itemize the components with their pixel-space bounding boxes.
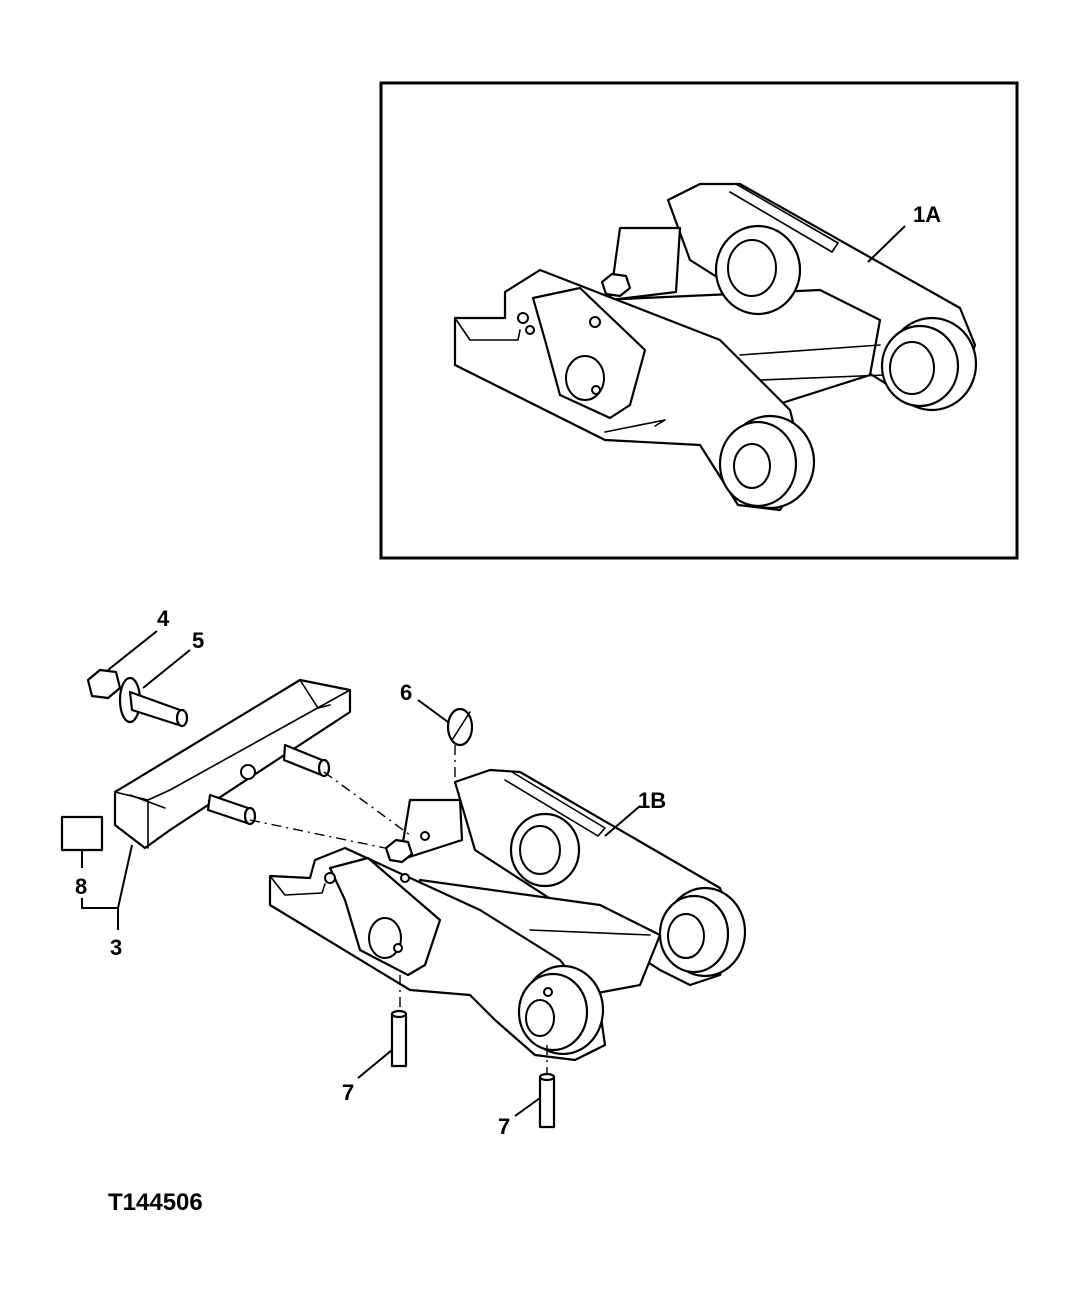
callout-3: 3 [110,935,122,960]
callout-5: 5 [192,628,204,653]
callout-4: 4 [157,606,170,631]
callout-7-left: 7 [342,1080,354,1105]
wedge-block-assembly [60,668,352,852]
callout-1b: 1B [638,788,666,813]
part-8-square [60,815,104,852]
callout-7-right: 7 [498,1114,510,1139]
assembly-1b-drawing [268,707,747,1062]
callout-leaders [81,630,641,1117]
roll-pins [390,1009,556,1129]
bolt-head [86,668,122,700]
alignment-lines [249,745,548,1078]
assembly-1a-drawing [453,182,978,512]
callout-8: 8 [75,874,87,899]
callout-1a: 1A [913,202,941,227]
callout-6: 6 [400,680,412,705]
leader-1a [867,225,906,263]
figure-id: T144506 [108,1189,203,1216]
inset-view-1a: 1A [379,81,1019,560]
